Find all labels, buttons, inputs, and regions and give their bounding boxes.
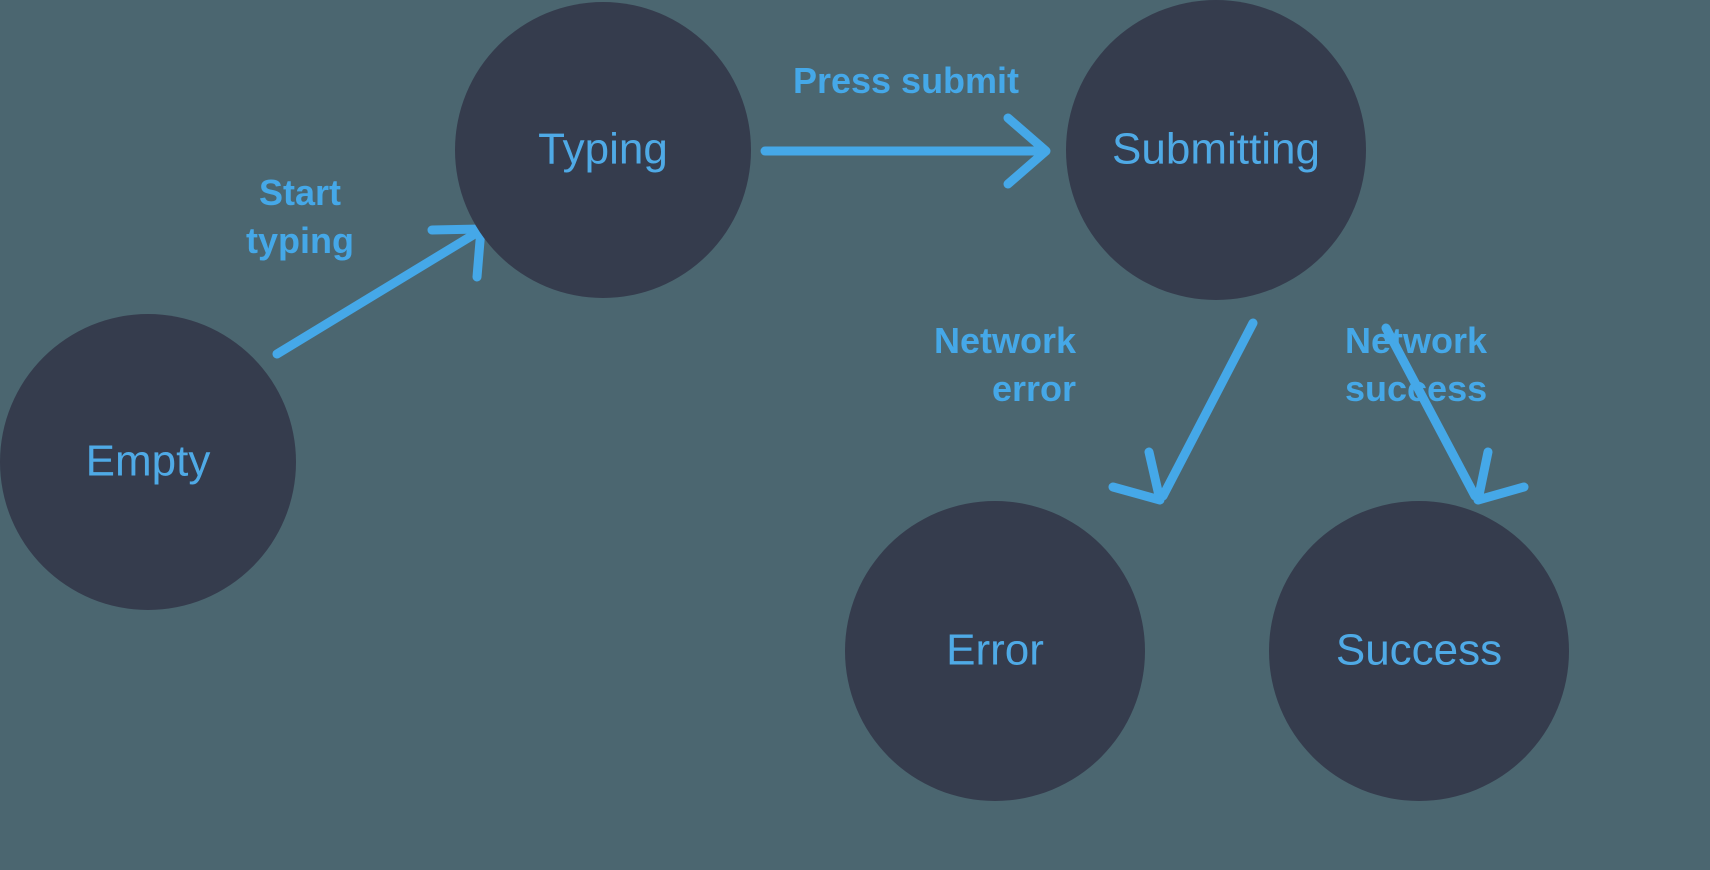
state-node-typing-circle[interactable] — [455, 2, 751, 298]
edge-label-press-submit-line1: Press submit — [793, 60, 1019, 101]
edge-label-start-typing-line1: Start — [259, 172, 341, 213]
edge-start-typing-line — [272, 227, 483, 359]
state-node-empty-circle[interactable] — [0, 314, 296, 610]
state-node-empty-label: Empty — [86, 437, 211, 486]
edge-label-network-success: Network success — [1345, 320, 1488, 409]
edge-label-start-typing: Start typing — [246, 172, 354, 261]
edge-label-start-typing-line2: typing — [246, 220, 354, 261]
edge-label-network-error-line1: Network — [934, 320, 1077, 361]
state-node-success-label: Success — [1336, 626, 1502, 675]
edge-network-success-line — [1381, 323, 1480, 501]
state-node-empty[interactable]: Empty — [0, 314, 296, 610]
edge-network-success-arrowhead — [1473, 447, 1529, 505]
edge-label-network-success-line1: Network — [1345, 320, 1488, 361]
edge-press-submit-arrowhead — [1003, 113, 1051, 189]
state-node-success[interactable]: Success — [1269, 501, 1569, 801]
edge-network-success — [1381, 323, 1529, 505]
state-node-submitting[interactable]: Submitting — [1066, 0, 1366, 300]
edge-network-error-line — [1158, 318, 1258, 501]
edge-label-press-submit: Press submit — [793, 60, 1019, 101]
state-node-success-circle[interactable] — [1269, 501, 1569, 801]
state-node-error-circle[interactable] — [845, 501, 1145, 801]
edge-label-network-error: Network error — [934, 320, 1077, 409]
edge-label-network-success-line2: success — [1345, 368, 1487, 409]
state-node-submitting-label: Submitting — [1112, 125, 1320, 174]
edge-network-error-arrowhead — [1108, 447, 1165, 505]
state-node-submitting-circle[interactable] — [1066, 0, 1366, 300]
edge-label-network-error-line2: error — [992, 368, 1076, 409]
state-node-error[interactable]: Error — [845, 501, 1145, 801]
state-node-typing[interactable]: Typing — [455, 2, 751, 298]
state-node-error-label: Error — [946, 626, 1044, 675]
state-node-typing-label: Typing — [538, 125, 668, 174]
edge-network-error — [1108, 318, 1258, 505]
edge-press-submit — [760, 113, 1051, 189]
